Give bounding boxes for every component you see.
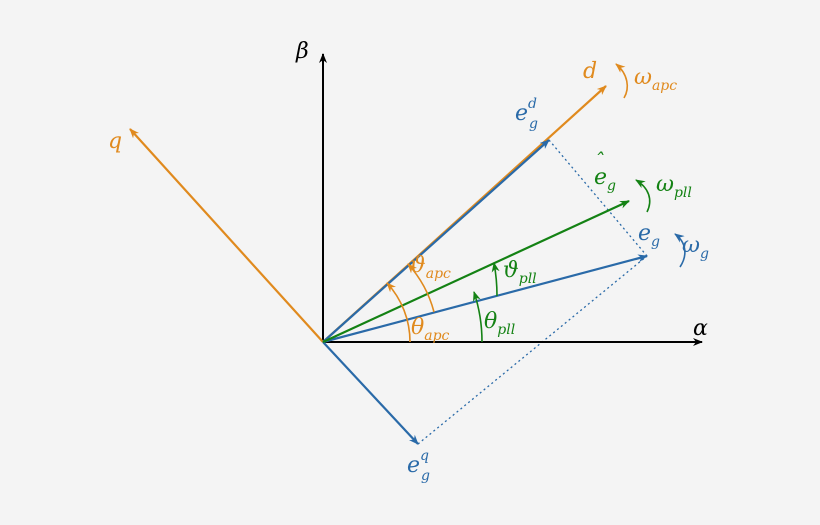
q-axis	[129, 128, 324, 343]
omega-apc-rotation-arrow	[615, 63, 629, 99]
ehat-g-label: eg	[594, 165, 616, 194]
omega-g-label: ωg	[682, 233, 709, 262]
alpha-axis-label: α	[693, 316, 708, 341]
ehat-g-vector	[322, 200, 630, 343]
ed-g-vector	[322, 139, 550, 343]
projection-line-q-to-eg	[417, 255, 648, 445]
e-g-vector	[322, 254, 648, 344]
vartheta-apc-arc	[407, 263, 435, 313]
omega-g-rotation-arrow	[674, 233, 686, 268]
eq-g-vector	[322, 341, 419, 445]
beta-axis-label: β	[295, 39, 309, 64]
theta-pll-label: θpll	[484, 309, 515, 338]
omega-pll-rotation-arrow	[635, 179, 651, 213]
omega-apc-label: ωapc	[634, 65, 677, 94]
vartheta-pll-arc	[491, 262, 500, 297]
vartheta-pll-label: ϑpll	[503, 258, 537, 287]
theta-apc-label: θapc	[411, 315, 450, 344]
q-axis-label: q	[108, 129, 122, 154]
e-g-label: eg	[638, 221, 660, 250]
ehat-g-hat: ˆ	[594, 148, 604, 172]
projection-line-d-to-eg	[548, 139, 648, 257]
d-axis-label: d	[583, 59, 597, 84]
theta-apc-arc	[386, 282, 411, 343]
omega-pll-label: ωpll	[656, 172, 692, 201]
vartheta-apc-label: ϑapc	[410, 253, 451, 282]
theta-pll-arc	[473, 291, 483, 343]
